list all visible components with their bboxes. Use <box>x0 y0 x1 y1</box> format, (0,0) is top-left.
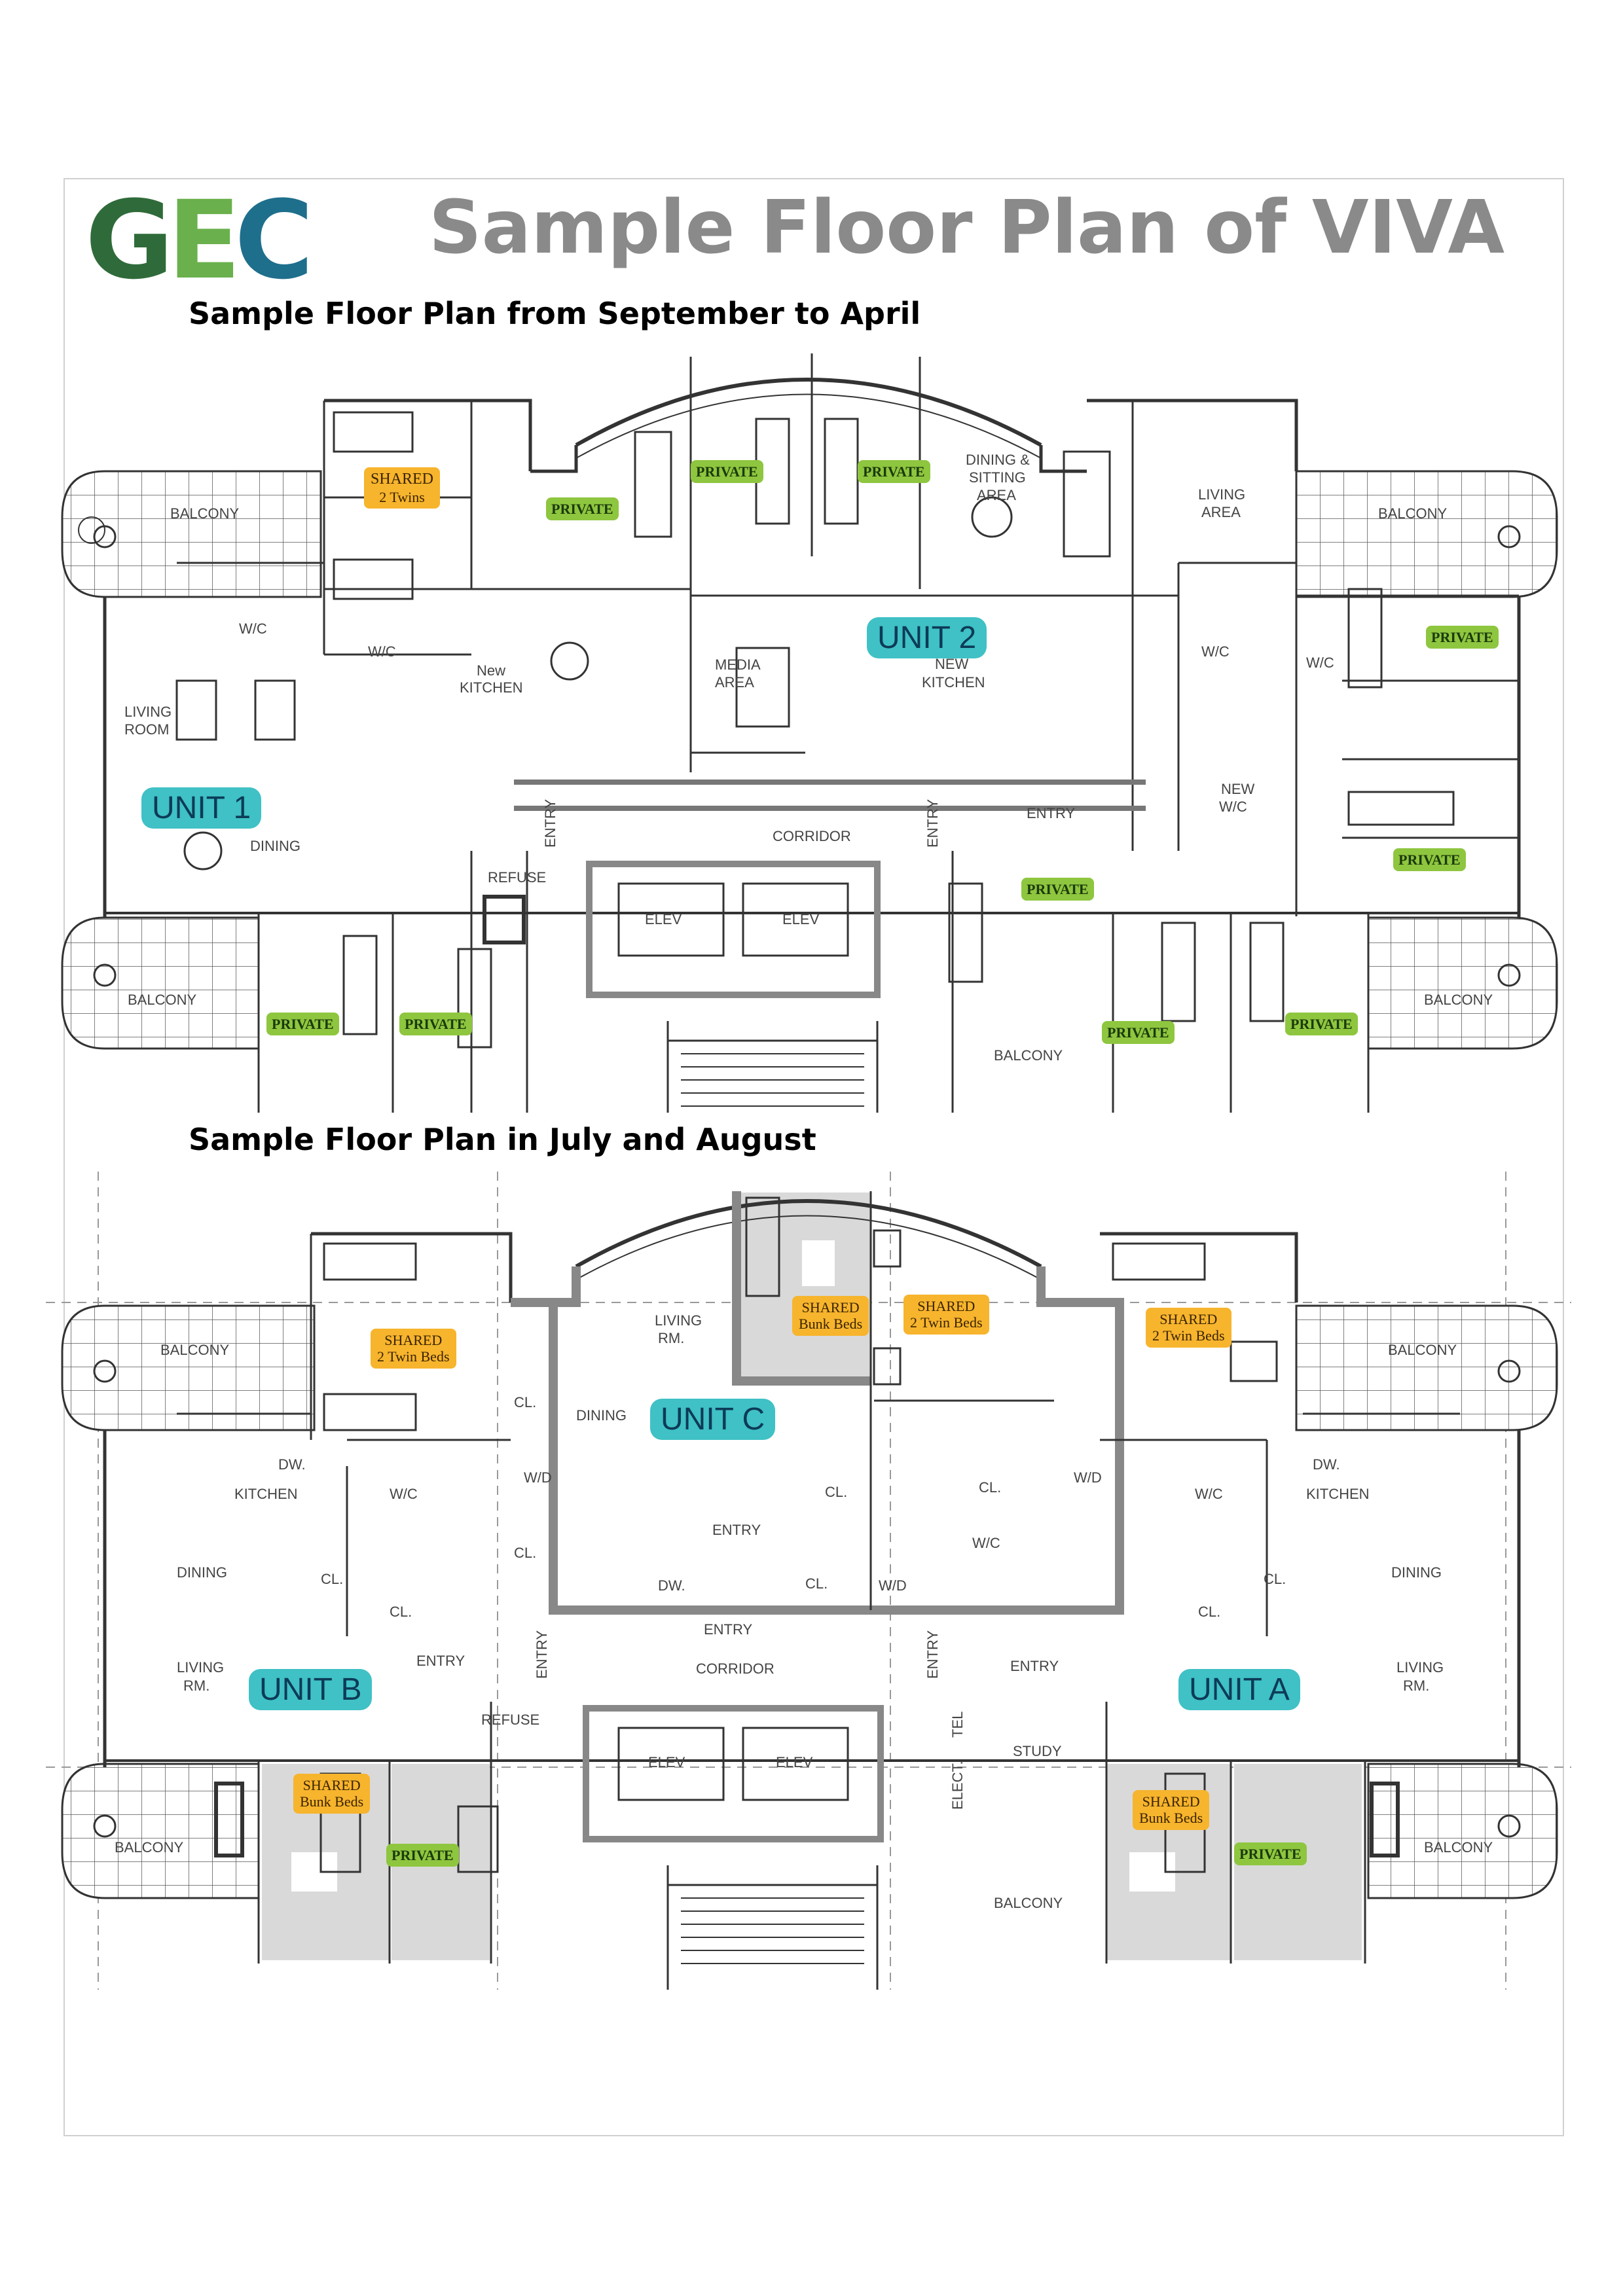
room-label-living-area-2: AREA <box>1201 504 1241 520</box>
private-tag-unit-a: PRIVATE <box>1234 1842 1307 1866</box>
room-label-balcony-nw: BALCONY <box>170 505 239 522</box>
private-tag-plan1-6: PRIVATE <box>1021 878 1094 901</box>
room-label-dining: DINING <box>250 838 301 854</box>
room-label-refuse: REFUSE <box>488 869 546 886</box>
private-tag-plan1-7: PRIVATE <box>266 1013 339 1036</box>
room-label-balcony-ne: BALCONY <box>1378 505 1447 522</box>
unit-a-label: UNIT A <box>1178 1669 1300 1710</box>
room-label-wc-2: W/C <box>368 643 396 660</box>
room-label-balcony-center: BALCONY <box>994 1047 1063 1064</box>
room-label-new-kitchen-2b: KITCHEN <box>922 674 985 691</box>
room-label-living-room: LIVING <box>124 704 172 720</box>
room-label-dining-sitting-1: DINING & <box>966 452 1030 468</box>
room-label-living-room-2: ROOM <box>124 721 169 738</box>
room-label-wc-4: W/C <box>1306 655 1334 671</box>
private-tag-plan1-5: PRIVATE <box>1393 848 1466 872</box>
room-label-new-kitchen-1a: New <box>477 662 505 679</box>
plan-1-title: Sample Floor Plan from September to Apri… <box>189 296 921 331</box>
room-label-wc-3: W/C <box>1201 643 1230 660</box>
private-tag-plan1-9: PRIVATE <box>1102 1021 1175 1045</box>
private-tag-plan1-10: PRIVATE <box>1285 1013 1358 1036</box>
gec-logo: GEC <box>85 177 314 303</box>
room-label-entry-1: ENTRY <box>1027 805 1075 821</box>
room-label-living-area-1: LIVING <box>1198 486 1245 503</box>
balcony-ne <box>1295 470 1558 598</box>
room-label-elev-1: ELEV <box>645 911 682 927</box>
private-tag-plan1-4: PRIVATE <box>1426 626 1499 649</box>
private-tag-plan1-8: PRIVATE <box>399 1013 472 1036</box>
balcony-se <box>1367 916 1558 1050</box>
room-label-new-kitchen-1b: KITCHEN <box>460 679 523 696</box>
room-label-balcony-se: BALCONY <box>1424 992 1493 1008</box>
room-label-dining-sitting-2: SITTING <box>969 469 1026 486</box>
room-label-corridor: CORRIDOR <box>773 828 851 844</box>
room-label-new-wc-2: W/C <box>1219 798 1247 815</box>
unit-c-label: UNIT C <box>650 1399 776 1440</box>
room-label-balcony-sw: BALCONY <box>128 992 196 1008</box>
private-tag-unit-b: PRIVATE <box>386 1844 459 1867</box>
unit-1-label: UNIT 1 <box>141 787 262 829</box>
balcony-sw <box>61 916 260 1050</box>
room-label-entry-2: ENTRY <box>542 799 558 848</box>
plan-2-title: Sample Floor Plan in July and August <box>189 1122 816 1157</box>
private-tag-plan1-1: PRIVATE <box>546 497 619 521</box>
private-tag-plan1-3: PRIVATE <box>858 460 930 484</box>
room-label-elev-2: ELEV <box>782 911 820 927</box>
page-title: Sample Floor Plan of VIVA <box>429 185 1505 270</box>
room-label-entry-3: ENTRY <box>924 799 941 848</box>
balcony-nw <box>61 470 322 598</box>
room-label-media-2: AREA <box>715 674 754 691</box>
room-label-media-1: MEDIA <box>715 656 761 673</box>
private-tag-plan1-2: PRIVATE <box>691 460 763 484</box>
page-frame <box>64 178 1564 2136</box>
room-label-new-wc-1: NEW <box>1221 781 1255 797</box>
unit-b-label: UNIT B <box>249 1669 373 1710</box>
room-label-new-kitchen-2a: NEW <box>935 656 969 672</box>
room-label-wc-1: W/C <box>239 620 267 637</box>
unit-2-label: UNIT 2 <box>867 617 987 658</box>
room-label-dining-sitting-3: AREA <box>977 487 1016 503</box>
